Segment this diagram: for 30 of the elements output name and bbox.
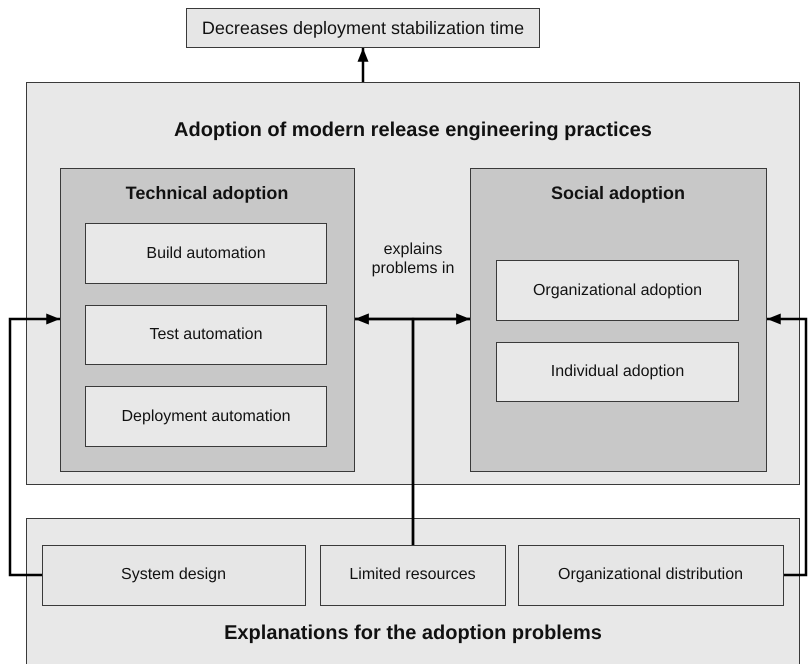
box-label: Build automation <box>146 244 266 262</box>
process-box <box>518 544 784 606</box>
process-box <box>496 260 739 321</box>
process-box <box>85 305 327 365</box>
arrow <box>358 48 368 82</box>
arrow <box>8 314 60 576</box>
box-label: Individual adoption <box>550 363 684 381</box>
box-label: System design <box>121 566 226 584</box>
group-panel <box>26 82 800 485</box>
group-panel <box>470 168 766 472</box>
group-panel <box>60 168 354 472</box>
panel-title: Social adoption <box>550 182 686 204</box>
box-label: Test automation <box>150 326 262 344</box>
process-box <box>42 544 306 606</box>
process-box <box>320 544 506 606</box>
panel-title: Explanations for the adoption problems <box>223 622 603 645</box>
process-box <box>85 223 327 284</box>
panel-title: Technical adoption <box>124 182 290 204</box>
group-panel <box>26 518 800 664</box>
box-label: Deployment automation <box>122 408 290 426</box>
box-label: Limited resources <box>349 566 476 584</box>
process-box <box>186 8 540 48</box>
arrow <box>767 314 808 576</box>
box-label: Organizational distribution <box>558 566 743 584</box>
process-box <box>496 342 739 402</box>
panel-title: Adoption of modern release engineering practices <box>173 119 653 142</box>
arrow <box>412 314 470 545</box>
box-label: Organizational adoption <box>532 282 702 300</box>
box-label: Decreases deployment stabilization time <box>202 18 524 38</box>
process-box <box>85 386 327 447</box>
